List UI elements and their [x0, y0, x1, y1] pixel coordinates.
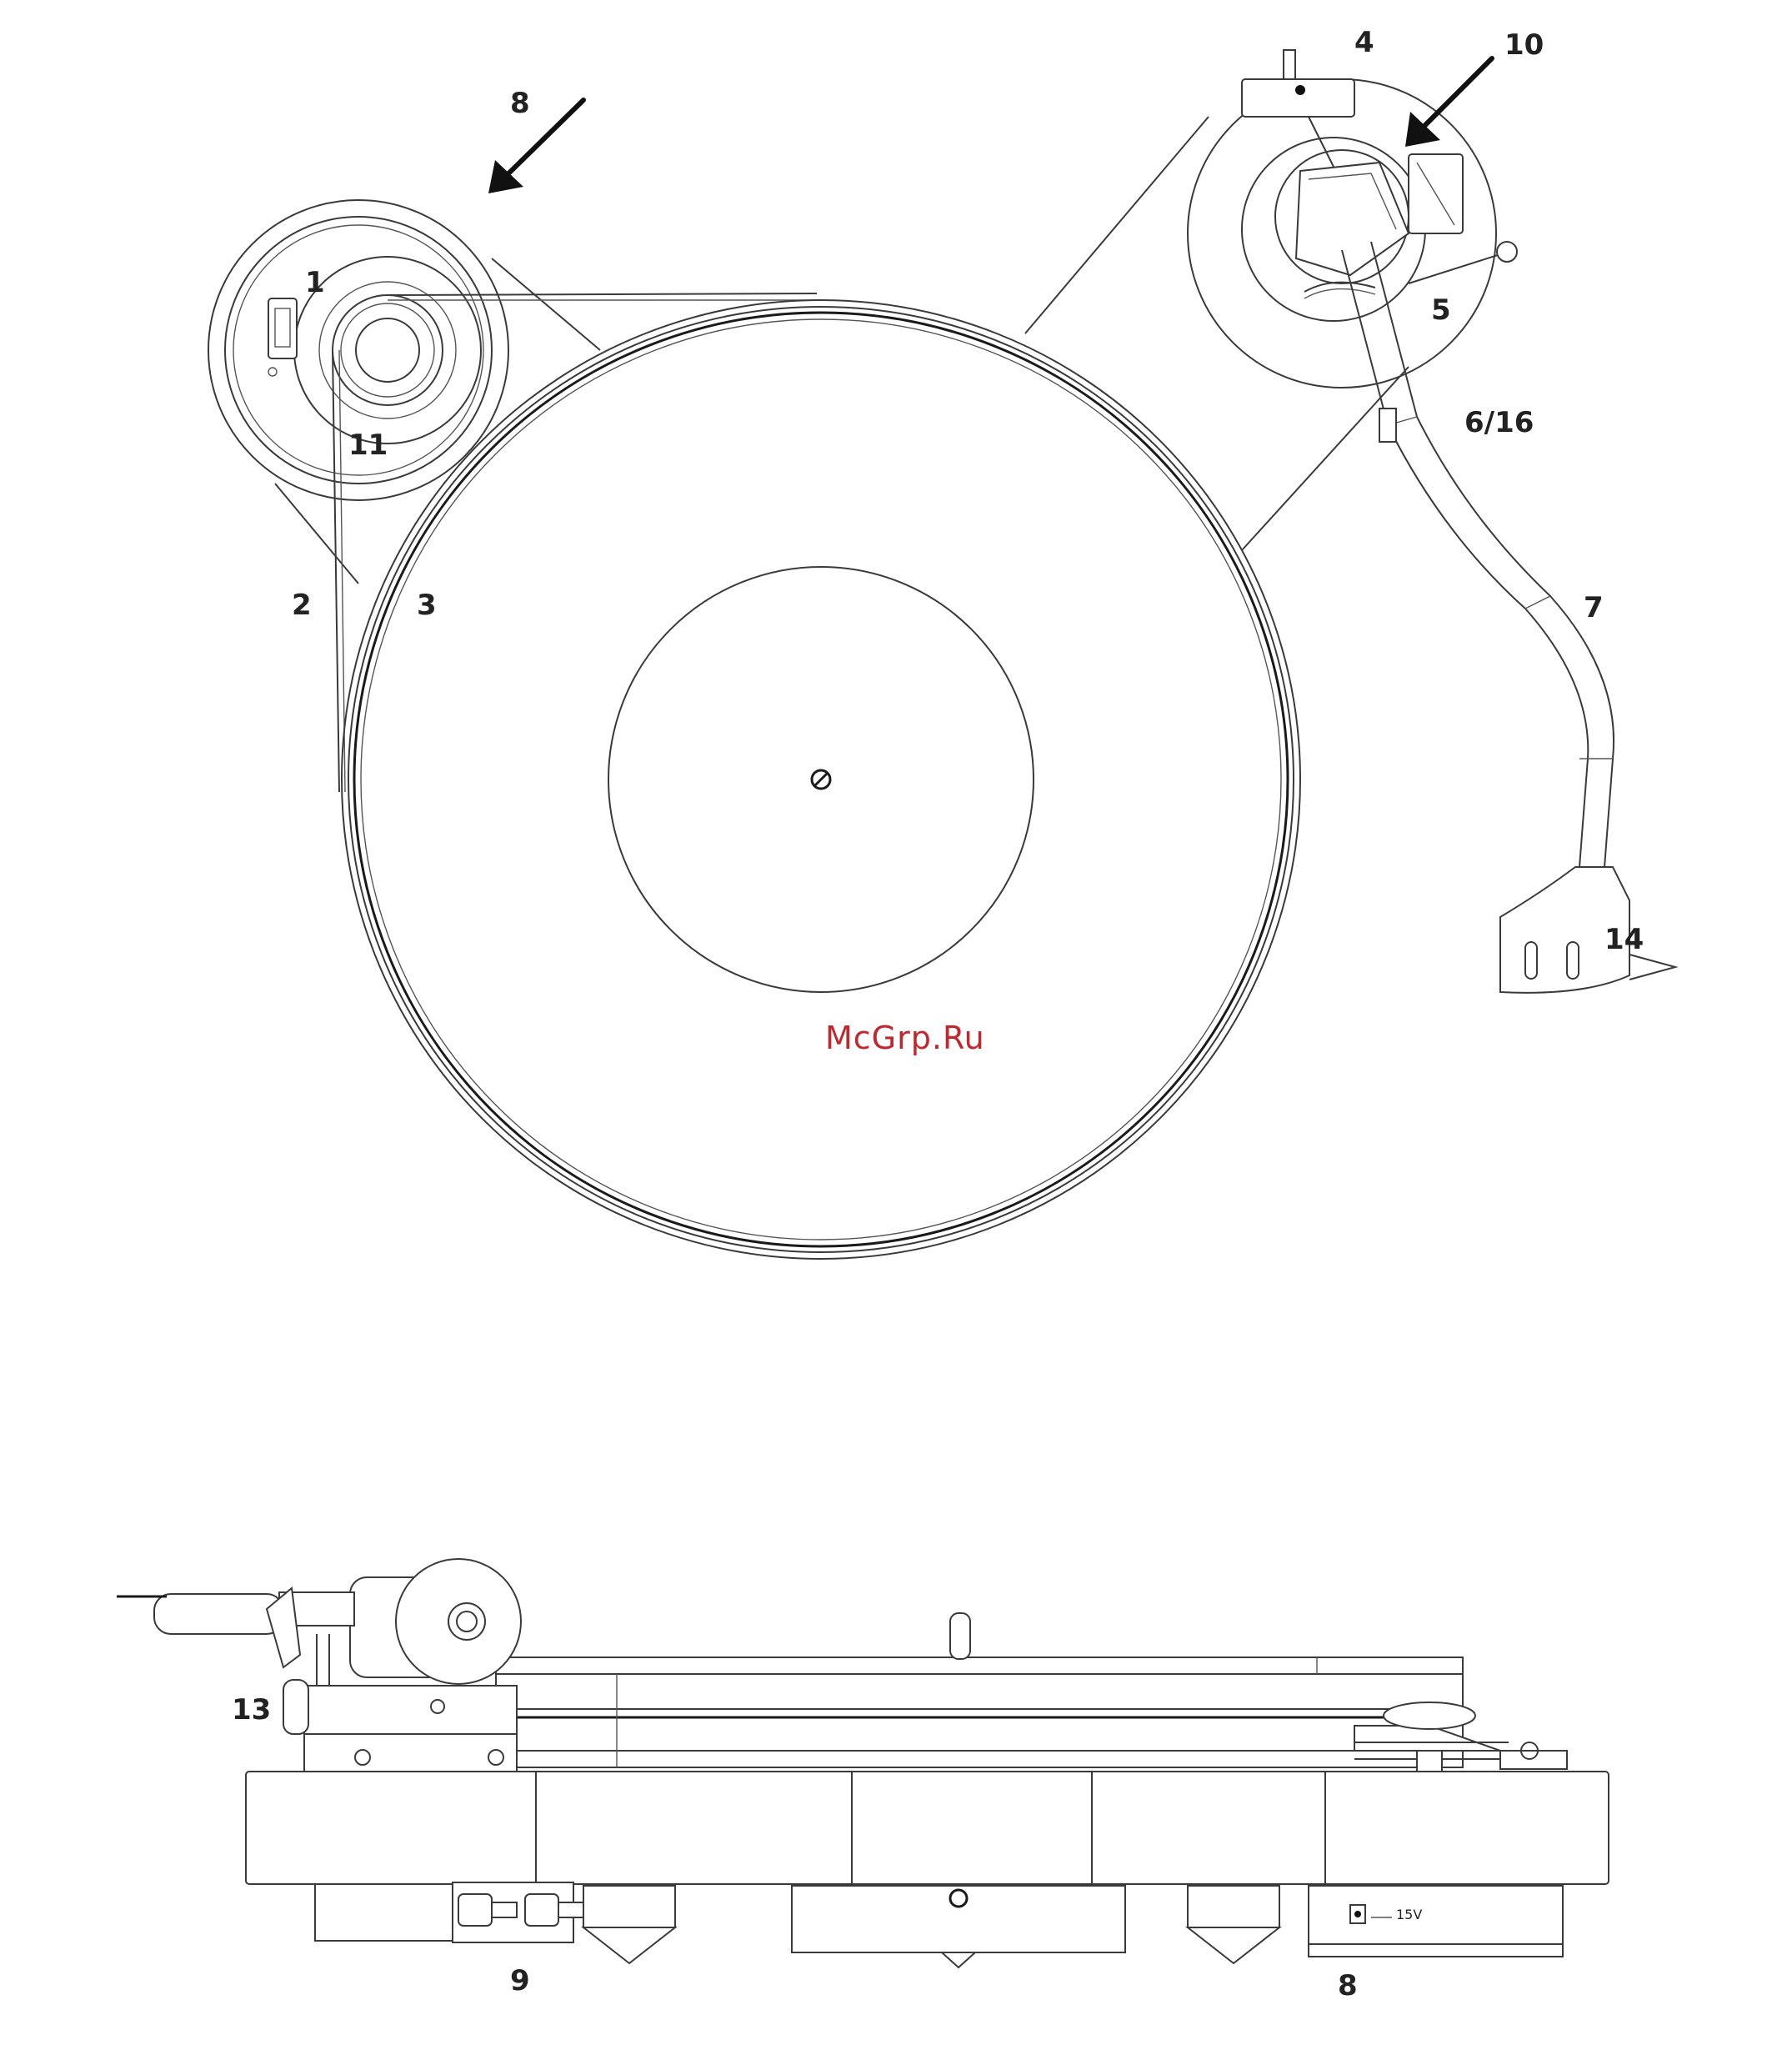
- callout-14: 14: [1604, 923, 1644, 956]
- platter: [342, 300, 1300, 1259]
- tonearm-tube: [1342, 242, 1614, 867]
- anti-skate-weight[interactable]: [1242, 50, 1354, 167]
- power-supply-housing: 15V: [1309, 1886, 1563, 1957]
- callout-2: 2: [292, 589, 312, 622]
- callout-3: 3: [417, 589, 437, 622]
- callout-4: 4: [1354, 26, 1374, 59]
- callout-8-top: 8: [510, 87, 530, 120]
- callout-5: 5: [1431, 293, 1451, 327]
- callout-11: 11: [348, 429, 388, 462]
- arm-lift[interactable]: [1409, 154, 1463, 233]
- underside: 15V: [315, 1882, 1563, 1967]
- side-view: 15V 13 9 8: [117, 1559, 1609, 2002]
- tonearm-assembly: [1242, 50, 1517, 321]
- arrow-8: [488, 100, 583, 193]
- callout-10: 10: [1504, 28, 1544, 62]
- foot-right: [1188, 1886, 1279, 1963]
- headshell: [1500, 867, 1675, 993]
- top-view: 1 2 3 4 5 6/16 7 8 10 11 14 McGrp.Ru: [208, 26, 1675, 1259]
- callout-1: 1: [305, 266, 325, 299]
- tonearm-side: [117, 1559, 521, 1772]
- callout-6-16: 6/16: [1464, 406, 1534, 439]
- callout-7: 7: [1584, 591, 1604, 624]
- spindle: [812, 770, 830, 789]
- callout-9: 9: [510, 1964, 530, 1997]
- platter-side: [496, 1613, 1463, 1767]
- plinth-outline: [208, 79, 1496, 584]
- watermark: McGrp.Ru: [825, 1020, 985, 1056]
- power-label: 15V: [1396, 1907, 1422, 1922]
- spindle-side: [950, 1613, 970, 1659]
- plinth-side: [246, 1772, 1609, 1884]
- power-switch[interactable]: [268, 298, 297, 358]
- callout-8-side: 8: [1338, 1969, 1358, 2002]
- foot-left: [583, 1886, 675, 1963]
- center-foot: [792, 1886, 1125, 1967]
- arrow-10: [1405, 58, 1492, 147]
- callout-13: 13: [232, 1693, 271, 1727]
